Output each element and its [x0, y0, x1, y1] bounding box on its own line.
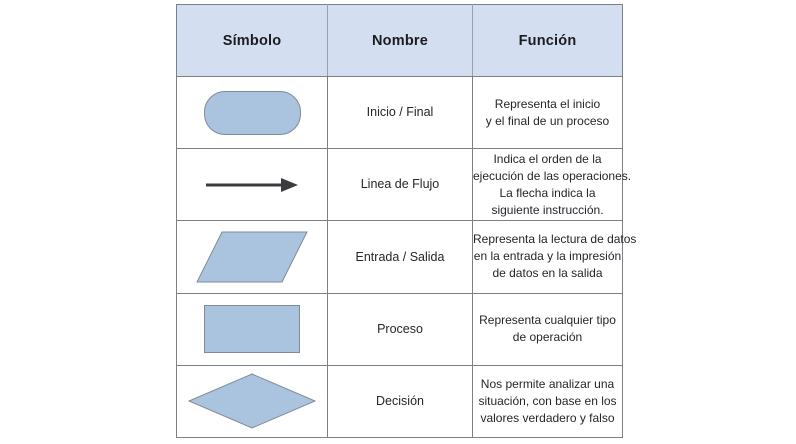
table-body: Inicio / Final Representa el inicio y el… [176, 75, 637, 439]
table-row: Entrada / Salida Representa la lectura d… [176, 220, 637, 294]
column-header-nombre: Nombre [327, 4, 473, 77]
arrow-shaft [206, 183, 282, 187]
symbol-cell-decision [176, 364, 328, 439]
table-header-row: Símbolo Nombre Función [176, 4, 623, 77]
shape-container [177, 294, 327, 365]
function-line: Representa cualquier tipo [479, 313, 616, 328]
function-line: situación, con base en los [478, 393, 617, 408]
function-line: en la entrada y la impresión [473, 249, 622, 264]
flowchart-symbols-table: Símbolo Nombre Función Inicio / Final Re… [176, 4, 637, 439]
symbol-cell-linea-de-flujo [176, 148, 328, 222]
symbol-cell-inicio-final [176, 75, 328, 150]
function-line: ejecución de las operaciones. [473, 168, 632, 183]
parallelogram-input-output-shape [196, 231, 308, 283]
function-cell-linea-de-flujo: Indica el orden de la ejecución de las o… [472, 148, 632, 222]
table-row: Proceso Representa cualquier tipo de ope… [176, 292, 623, 366]
function-line: y el final de un proceso [485, 113, 610, 128]
table-row: Linea de Flujo Indica el orden de la eje… [176, 148, 632, 222]
function-line: Representa la lectura de datos [473, 232, 637, 247]
table-row: Decisión Nos permite analizar una situac… [176, 364, 623, 439]
function-cell-entrada-salida: Representa la lectura de datos en la ent… [472, 220, 637, 294]
function-cell-proceso: Representa cualquier tipo de operación [472, 292, 623, 366]
symbol-cell-proceso [176, 292, 328, 366]
name-cell-entrada-salida: Entrada / Salida [327, 220, 473, 294]
arrow-head-icon [281, 177, 298, 192]
function-line: valores verdadero y falso [480, 410, 615, 425]
function-line: Nos permite analizar una [480, 376, 615, 391]
function-line: de operación [512, 330, 583, 345]
function-cell-decision: Nos permite analizar una situación, con … [472, 364, 623, 439]
function-line: La flecha indica la [499, 185, 596, 200]
name-cell-inicio-final: Inicio / Final [327, 75, 473, 150]
function-line: siguiente instrucción. [491, 202, 604, 217]
function-line: Indica el orden de la [493, 151, 602, 166]
shape-container [177, 77, 327, 148]
symbol-cell-entrada-salida [176, 220, 328, 294]
rounded-rectangle-terminal-shape [203, 90, 301, 135]
table-header: Símbolo Nombre Función [176, 4, 623, 77]
function-line: Representa el inicio [494, 96, 601, 111]
name-cell-proceso: Proceso [327, 292, 473, 366]
diamond-decision-shape [188, 373, 316, 429]
name-cell-linea-de-flujo: Linea de Flujo [327, 148, 473, 222]
rectangle-process-shape [204, 305, 300, 354]
shape-container [177, 221, 327, 292]
arrow-flow-line-shape [206, 177, 298, 192]
shape-container [177, 149, 327, 220]
column-header-funcion: Función [472, 4, 623, 77]
flowchart-symbols-table-container: Símbolo Nombre Función Inicio / Final Re… [176, 4, 637, 439]
function-cell-inicio-final: Representa el inicio y el final de un pr… [472, 75, 623, 150]
table-row: Inicio / Final Representa el inicio y el… [176, 75, 623, 150]
shape-container [177, 366, 327, 437]
function-line: de datos en la salida [492, 266, 603, 281]
name-cell-decision: Decisión [327, 364, 473, 439]
column-header-simbolo: Símbolo [176, 4, 328, 77]
